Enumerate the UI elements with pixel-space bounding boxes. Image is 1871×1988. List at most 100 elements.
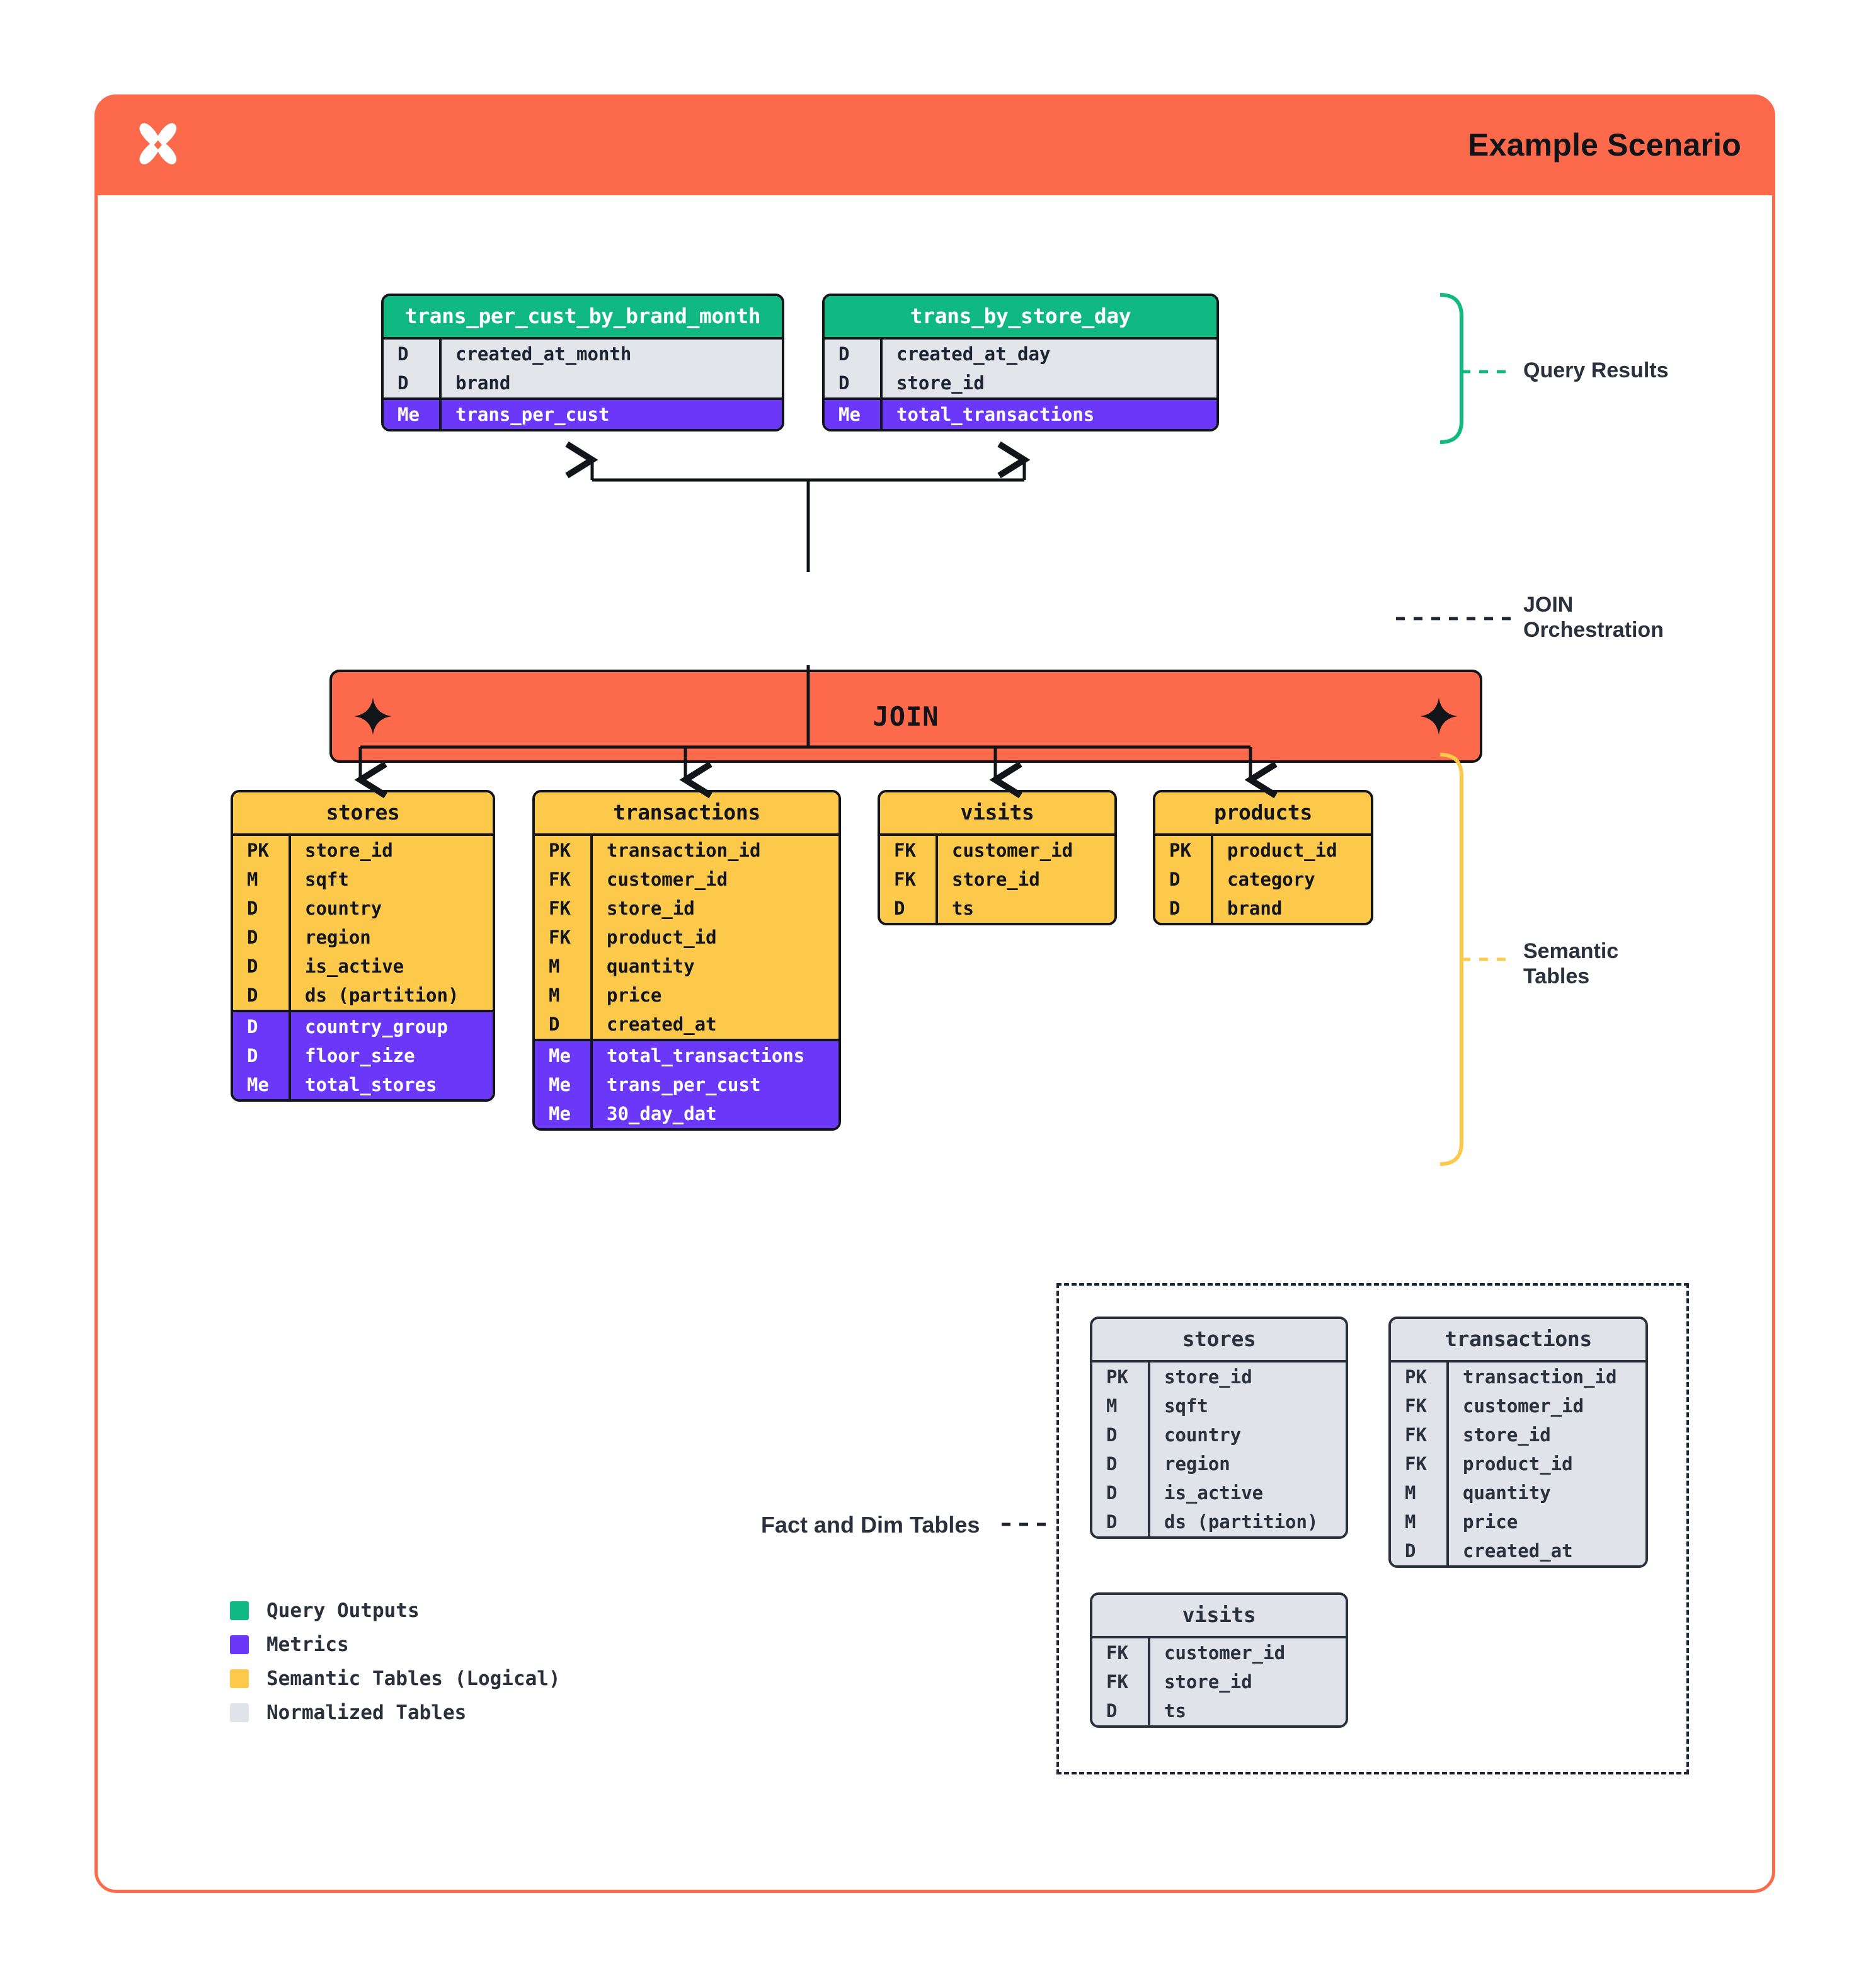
table-title: visits [880,792,1114,833]
column-key: FK [1405,1424,1427,1446]
table-title: trans_by_store_day [825,296,1216,337]
annotation-text-line2: Tables [1523,964,1590,989]
column-key: FK [894,840,916,861]
column-field: customer_id [936,836,1114,865]
column-field: ds (partition) [289,981,493,1010]
join-label: JOIN [873,700,939,732]
annotation-text-line1: JOIN [1523,593,1574,617]
column-key: M [549,985,560,1006]
table-title: products [1155,792,1371,833]
column-field: ts [936,894,1114,923]
column-key: D [838,343,850,365]
column-key: D [1169,898,1181,919]
column-key: M [1106,1395,1118,1417]
column-field: customer_id [590,865,838,894]
column-field: is_active [1148,1478,1346,1507]
column-field: ds (partition) [1148,1507,1346,1536]
annotation-join-orchestration: JOIN Orchestration [1523,592,1664,643]
column-field: transaction_id [1446,1362,1645,1391]
column-key: Me [549,1074,571,1095]
column-key: FK [1405,1395,1427,1417]
column-key: D [247,1045,258,1066]
column-field: created_at_month [439,340,782,368]
column-field: created_at_day [880,340,1216,368]
legend: Query Outputs Metrics Semantic Tables (L… [230,1594,561,1730]
column-field: ts [1148,1696,1346,1725]
column-key: Me [247,1074,269,1095]
column-key: Me [838,404,861,425]
column-field: product_id [1446,1449,1645,1478]
table-row: FK customer_id [1391,1391,1645,1420]
table-row: Me total_transactions [825,400,1216,429]
legend-swatch-semantic-tables [230,1669,249,1688]
legend-swatch-normalized-tables [230,1703,249,1722]
column-field: price [1446,1507,1645,1536]
legend-swatch-query-outputs [230,1601,249,1620]
column-key: PK [247,840,269,861]
annotation-text: Fact and Dim Tables [761,1512,980,1538]
column-key: D [1106,1511,1118,1533]
column-field: trans_per_cust [439,400,782,429]
join-orchestration-box[interactable]: JOIN [329,670,1482,763]
table-row: FK product_id [535,923,838,952]
column-key: D [247,956,258,977]
column-key: PK [1405,1366,1427,1388]
legend-label: Metrics [266,1633,349,1656]
table-title: visits [1092,1595,1346,1636]
card-header: Example Scenario [94,94,1775,195]
column-key: FK [549,927,571,948]
query-result-table-trans-by-store-day[interactable]: trans_by_store_day D created_at_day D st… [822,294,1219,431]
column-field: product_id [1211,836,1371,865]
annotation-fact-and-dim-tables: Fact and Dim Tables [761,1512,980,1538]
column-key: Me [549,1045,571,1066]
table-row: D brand [384,368,782,397]
column-field: total_transactions [880,400,1216,429]
column-field: created_at [1446,1536,1645,1565]
column-key: D [1106,1424,1118,1446]
annotation-text: Query Results [1523,358,1669,382]
column-field: customer_id [1446,1391,1645,1420]
column-key: PK [549,840,571,861]
column-field: product_id [590,923,838,952]
query-result-table-trans-per-cust-by-brand-month[interactable]: trans_per_cust_by_brand_month D created_… [381,294,784,431]
column-field: country [1148,1420,1346,1449]
annotation-text-line2: Orchestration [1523,618,1664,643]
table-title: transactions [535,792,838,833]
column-key: D [1106,1453,1118,1475]
column-key: D [1405,1540,1416,1562]
column-field: sqft [1148,1391,1346,1420]
column-key: D [838,372,850,394]
column-key: D [1106,1482,1118,1504]
